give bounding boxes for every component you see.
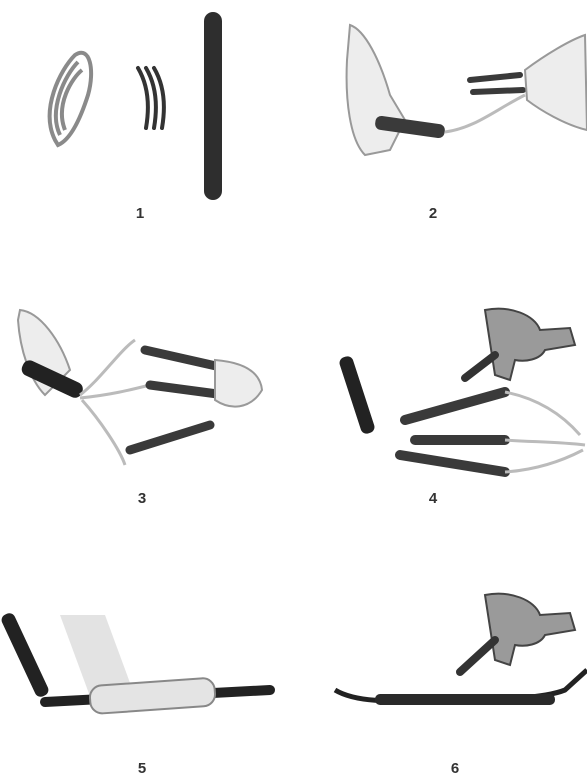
- shrunk-tube-icon: [375, 694, 555, 705]
- step-5-illustration: [0, 590, 290, 780]
- cable-icon: [0, 611, 50, 698]
- heat-gun-icon: [465, 309, 575, 380]
- right-hand-icon: [525, 35, 587, 130]
- step-5-panel: 5: [0, 590, 290, 780]
- step-2-panel: 2: [295, 0, 587, 230]
- inner-tubes-icon: [130, 350, 225, 450]
- large-tube-icon: [204, 12, 222, 200]
- step-4-illustration: [295, 300, 587, 520]
- step-6-illustration: [295, 590, 587, 780]
- step-5-number: 5: [122, 760, 162, 777]
- step-1-illustration: [0, 0, 290, 230]
- step-4-number: 4: [413, 490, 453, 507]
- step-3-panel: 3: [0, 300, 290, 520]
- step-2-number: 2: [413, 205, 453, 222]
- wire-icon: [445, 95, 525, 132]
- wires-icon: [505, 392, 585, 472]
- step-1-panel: 1: [0, 0, 290, 230]
- step-6-panel: 6: [295, 590, 587, 780]
- right-hand-icon: [215, 360, 262, 407]
- inner-tubes-icon: [400, 392, 505, 472]
- step-4-panel: 4: [295, 300, 587, 520]
- inner-tubes-icon: [470, 75, 523, 92]
- small-tubes-icon: [138, 68, 164, 128]
- step-3-number: 3: [122, 490, 162, 507]
- heat-gun-icon: [460, 594, 575, 672]
- cable-icon: [338, 355, 376, 435]
- step-3-illustration: [0, 300, 290, 520]
- left-hand-icon: [347, 25, 405, 155]
- step-6-number: 6: [435, 760, 475, 777]
- step-1-number: 1: [120, 205, 160, 222]
- coiled-cable-icon: [50, 53, 91, 145]
- step-2-illustration: [295, 0, 587, 230]
